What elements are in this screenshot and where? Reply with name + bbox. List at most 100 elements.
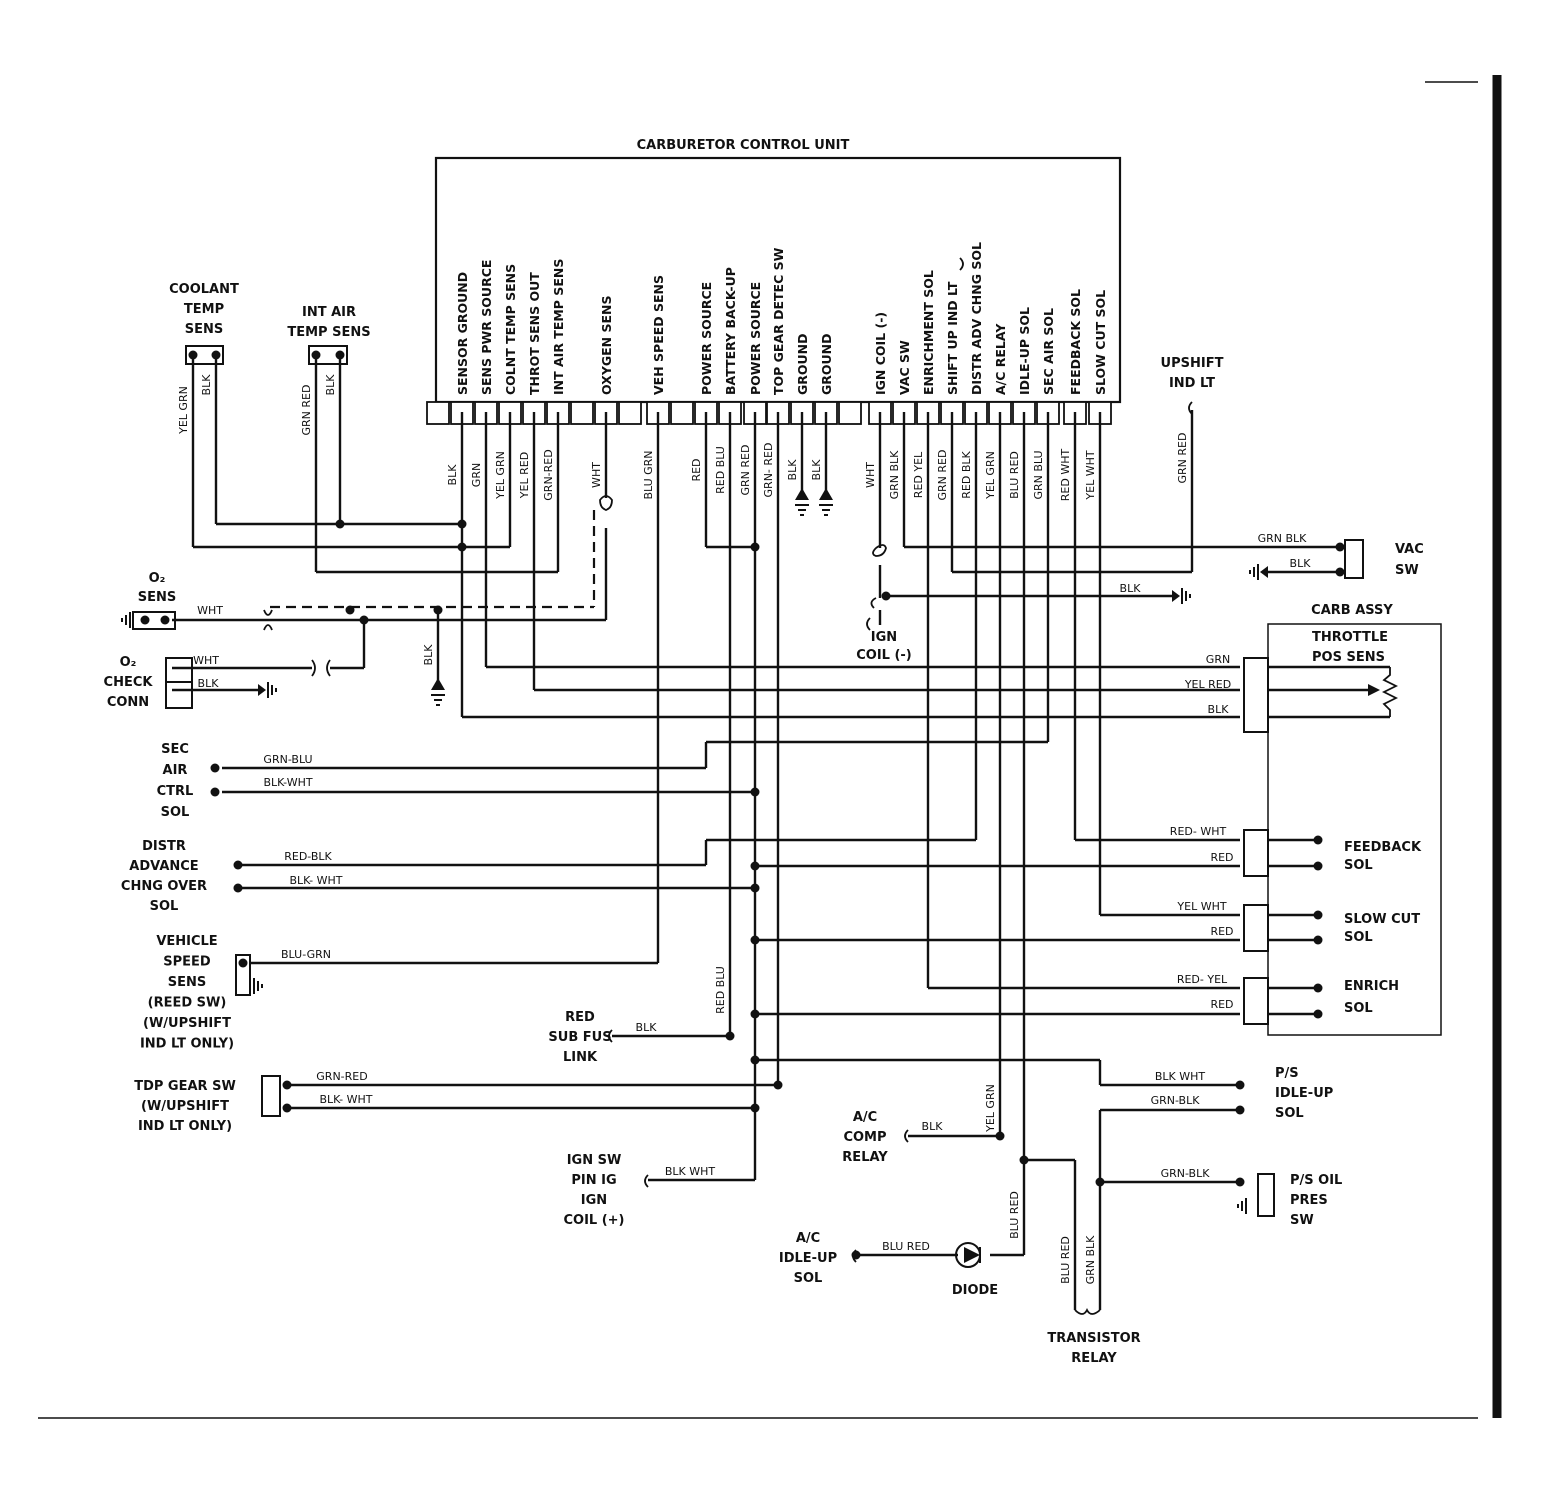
wire-label-fb-red: RED xyxy=(1210,851,1233,864)
wire-color-label: YEL WHT xyxy=(1084,450,1097,500)
vac-sw-label-line-0: VAC xyxy=(1395,542,1424,557)
sec-air-ctrl-sol-label-line-2: CTRL xyxy=(157,784,194,799)
sec-air-ctrl-sol-label-line-0: SEC xyxy=(161,742,189,757)
ecu-pin-label: A/C RELAY xyxy=(993,323,1008,395)
ac-comp-relay-label-line-2: RELAY xyxy=(842,1150,888,1165)
wire-label-intair-b: BLK xyxy=(324,374,337,396)
wire-color-label: GRN BLU xyxy=(1032,450,1045,499)
wire-color-label: BLK xyxy=(810,459,823,481)
wire-label-en-red: RED xyxy=(1210,998,1233,1011)
ecu-pin-label: THROT SENS OUT xyxy=(527,272,542,395)
wire-label-tr-blured: BLU RED xyxy=(1059,1236,1072,1284)
distr-advance-sol-label-line-3: SOL xyxy=(150,899,179,914)
enrich-sol-label-line-0: ENRICH xyxy=(1344,979,1399,994)
top-gear-sw-label-line-2: IND LT ONLY) xyxy=(138,1119,232,1134)
ecu-pin-label: OXYGEN SENS xyxy=(599,296,614,396)
vehicle-speed-sens-label-line-5: IND LT ONLY) xyxy=(140,1037,234,1052)
wire-color-label: YEL GRN xyxy=(984,451,997,500)
ign-sw-label-line-0: IGN SW xyxy=(567,1153,622,1168)
wire-label-coolant-b: BLK xyxy=(200,374,213,396)
wire-label-sc-yelwht: YEL WHT xyxy=(1176,900,1226,913)
wire-label-fus-blk: BLK xyxy=(636,1021,658,1034)
ecu-pin-label: IGN COIL (-) xyxy=(873,312,888,395)
ps-oil-pres-sw-label-line-0: P/S OIL xyxy=(1290,1173,1342,1188)
throttle-pos-sens-label-line-1: POS SENS xyxy=(1312,650,1385,665)
wire-label-sec-blkwht: BLK-WHT xyxy=(263,776,312,789)
ecu-pin-slot xyxy=(670,401,694,425)
wire-label-intair-a: GRN RED xyxy=(300,385,313,436)
ps-idle-up-sol-label-line-2: SOL xyxy=(1275,1106,1304,1121)
ecu-title: CARBURETOR CONTROL UNIT xyxy=(637,138,850,153)
ecu-pin-label: FEEDBACK SOL xyxy=(1068,289,1083,395)
wire-label-fb-redwht: RED- WHT xyxy=(1170,825,1227,838)
wire-label-diode-blured: BLU RED xyxy=(1008,1191,1021,1239)
wire-label-fus-redblu: RED BLU xyxy=(714,966,727,1014)
vehicle-speed-sens-label-line-4: (W/UPSHIFT xyxy=(143,1016,231,1031)
ecu-pin-label: SLOW CUT SOL xyxy=(1093,290,1108,395)
ecu-pin-row xyxy=(426,401,1112,425)
ecu-pin-slot xyxy=(838,401,862,425)
sec-air-ctrl-sol-label-line-3: SOL xyxy=(161,805,190,820)
ecu-pin-label: TOP GEAR DETEC SW xyxy=(771,247,786,395)
wire-color-label: BLK xyxy=(786,459,799,481)
wire-color-label: GRN RED xyxy=(936,450,949,501)
enrich-sol-label-line-1: SOL xyxy=(1344,1001,1373,1016)
vehicle-speed-sens-label-line-2: SENS xyxy=(168,975,207,990)
wire-color-label: RED BLU xyxy=(714,446,727,494)
coolant-temp-sens-label-line-2: SENS xyxy=(185,322,224,337)
wire-label-o2-wht: WHT xyxy=(197,604,223,617)
o2-check-conn-label-line-2: CONN xyxy=(107,695,149,710)
wire-label-upshift-grnred: GRN RED xyxy=(1176,433,1189,484)
wire-color-label: RED BLK xyxy=(960,450,973,498)
wire-color-label: YEL GRN xyxy=(494,451,507,500)
wire-color-label: BLU RED xyxy=(1008,451,1021,499)
wire-color-label: BLK xyxy=(446,464,459,486)
vehicle-speed-sens-label-line-1: SPEED xyxy=(163,955,211,970)
wire-color-label: WHT xyxy=(590,462,603,488)
wire-label-ac-blk: BLK xyxy=(922,1120,944,1133)
wire-label-ps-grnblk: GRN-BLK xyxy=(1151,1094,1201,1107)
ecu-pin-label: GROUND xyxy=(795,334,810,396)
throttle-pos-sens-label-line-0: THROTTLE xyxy=(1312,630,1388,645)
vehicle-speed-sens-label-line-3: (REED SW) xyxy=(148,996,227,1011)
wire-label-tps-grn: GRN xyxy=(1206,653,1230,666)
ps-idle-up-sol-label-line-0: P/S xyxy=(1275,1066,1299,1081)
slow-cut-sol-label-line-1: SOL xyxy=(1344,930,1373,945)
ecu-pin-label: DISTR ADV CHNG SOL xyxy=(969,242,984,395)
o2-check-conn-label-line-1: CHECK xyxy=(104,675,154,690)
wire-color-label: RED xyxy=(690,458,703,481)
sec-air-ctrl-sol-label-line-1: AIR xyxy=(163,763,188,778)
wire-label-check-wht: WHT xyxy=(193,654,219,667)
ac-comp-relay-label-line-1: COMP xyxy=(843,1130,886,1145)
distr-advance-sol-label-line-2: CHNG OVER xyxy=(121,879,207,894)
upshift-ind-lt-label-line-1: IND LT xyxy=(1169,376,1215,391)
wire-color-label: GRN- RED xyxy=(762,443,775,498)
ground-icons xyxy=(121,504,1259,1268)
ac-idle-up-sol-label-line-2: SOL xyxy=(794,1271,823,1286)
wire-label-ac-yelgrn: YEL GRN xyxy=(984,1084,997,1133)
wire-color-label: YEL RED xyxy=(518,452,531,499)
ps-idle-up-sol-label-line-1: IDLE-UP xyxy=(1275,1086,1333,1101)
ecu-pin-slot xyxy=(426,401,450,425)
wire-label-vac-grnblk: GRN BLK xyxy=(1258,532,1308,545)
wire-label-tps-yelred: YEL RED xyxy=(1184,678,1231,691)
ecu-pin-label: POWER SOURCE xyxy=(699,282,714,395)
ac-idle-up-sol-label-line-0: A/C xyxy=(796,1231,820,1246)
ecu-pin-slot xyxy=(570,401,594,425)
top-gear-sw-label-line-1: (W/UPSHIFT xyxy=(141,1099,229,1114)
ac-comp-relay-label-line-0: A/C xyxy=(853,1110,877,1125)
wire-color-label: BLU GRN xyxy=(642,450,655,499)
wire-label-vss-blugrn: BLU-GRN xyxy=(281,948,331,961)
ign-sw-label-line-1: PIN IG xyxy=(571,1173,616,1188)
ps-oil-pres-sw-label-line-1: PRES xyxy=(1290,1193,1328,1208)
wire-color-label: GRN-RED xyxy=(542,449,555,500)
junction-dots xyxy=(140,350,1380,1263)
wire-label-check-blk: BLK xyxy=(198,677,220,690)
ecu-pin-label: INT AIR TEMP SENS xyxy=(551,259,566,395)
ecu-pin-slot xyxy=(618,401,642,425)
transistor-relay-label-line-1: RELAY xyxy=(1071,1351,1117,1366)
wire-label-tr-grnblk: GRN BLK xyxy=(1084,1235,1097,1285)
feedback-sol-label-line-1: SOL xyxy=(1344,858,1373,873)
upshift-ind-lt-label-line-0: UPSHIFT xyxy=(1161,356,1224,371)
